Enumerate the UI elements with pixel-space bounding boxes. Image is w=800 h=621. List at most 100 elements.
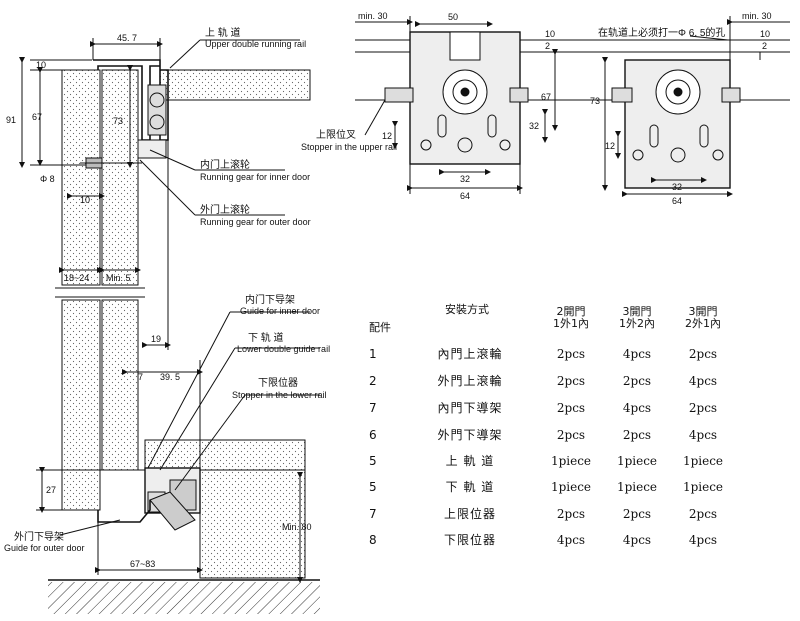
- table-row: 7 內門下導架 2pcs 4pcs 2pcs: [355, 401, 795, 421]
- ceiling-slab: [159, 69, 311, 101]
- dim-18-24: 18~24: [64, 273, 89, 283]
- label-upper-rail-cn: 上 轨 道: [205, 26, 241, 39]
- floor-slab: [144, 439, 306, 471]
- row-val-c: 2pcs: [688, 347, 718, 361]
- row-val-a: 2pcs: [556, 401, 586, 415]
- ground-hatch: [48, 582, 320, 614]
- row-qty: 6: [369, 428, 377, 442]
- dim-67-83: 67~83: [130, 559, 155, 569]
- dim-27: 27: [46, 485, 56, 495]
- label-outer-guide-cn: 外门下导架: [14, 530, 64, 543]
- label-inner-gear-cn: 内门上滚轮: [200, 158, 250, 171]
- header-col-2doors: 2開門 1外1內: [541, 306, 601, 330]
- row-val-a: 1piece: [550, 480, 592, 494]
- top-view-labels: 上限位叉 Stopper in the upper rail 在轨道上必须打一Φ…: [301, 11, 772, 206]
- dim-7: 7: [138, 372, 143, 382]
- row-qty: 1: [369, 347, 377, 361]
- dim-min30-right: min. 30: [742, 11, 772, 21]
- row-val-b: 4pcs: [622, 347, 652, 361]
- row-val-b: 2pcs: [622, 374, 652, 388]
- header-col-3doors-b-line1: 3開門: [688, 305, 718, 318]
- dim-73-right: 73: [590, 96, 600, 106]
- table-row: 7 上限位器 2pcs 2pcs 2pcs: [355, 507, 795, 527]
- label-upper-rail-en: Upper double running rail: [205, 39, 306, 49]
- dim-2-right: 2: [762, 41, 767, 51]
- top-view: [355, 16, 790, 197]
- label-lower-rail-cn: 下 轨 道: [248, 331, 284, 344]
- label-inner-guide-en: Guide for inner door: [240, 306, 320, 316]
- label-inner-guide-cn: 内门下导架: [245, 293, 295, 306]
- row-qty: 5: [369, 454, 377, 468]
- row-val-a: 2pcs: [556, 507, 586, 521]
- inner-door-panel-upper: [101, 69, 139, 286]
- row-val-c: 1piece: [682, 480, 724, 494]
- row-name: 內門下導架: [437, 401, 503, 415]
- header-col-3doors-b-line2: 2外1內: [685, 317, 721, 330]
- row-val-c: 2pcs: [688, 401, 718, 415]
- row-val-b: 2pcs: [622, 428, 652, 442]
- table-row: 5 下 軌 道 1piece 1piece 1piece: [355, 480, 795, 500]
- dim-39-5: 39. 5: [160, 372, 180, 382]
- header-install-method: 安裝方式: [445, 303, 489, 316]
- dim-67-top: 67: [541, 92, 551, 102]
- upper-rail-profile: [93, 59, 169, 141]
- dim-32h-top: 32: [460, 174, 470, 184]
- row-name: 上 軌 道: [445, 454, 495, 468]
- table-row: 8 下限位器 4pcs 4pcs 4pcs: [355, 533, 795, 553]
- row-val-a: 2pcs: [556, 347, 586, 361]
- row-qty: 7: [369, 507, 377, 521]
- row-val-a: 1piece: [550, 454, 592, 468]
- row-name: 下限位器: [443, 533, 496, 547]
- side-section: [19, 38, 320, 614]
- label-outer-gear-cn: 外门上滚轮: [200, 203, 250, 216]
- dim-10b: 10: [80, 195, 90, 205]
- row-val-b: 1piece: [616, 454, 658, 468]
- row-val-c: 4pcs: [688, 533, 718, 547]
- row-val-c: 2pcs: [688, 507, 718, 521]
- dim-91: 91: [6, 115, 16, 125]
- dim-73: 73: [113, 116, 123, 126]
- parts-table: 安裝方式 配件 2開門 1外1內 3開門 1外2內 3開門 2外1內 1 內門上…: [355, 300, 795, 550]
- label-hole-note: 在轨道上必须打一Φ 6. 5的孔: [598, 26, 725, 39]
- dim-min5: Min. 5: [106, 273, 131, 283]
- dim-10-right: 10: [760, 29, 770, 39]
- dim-67: 67: [32, 112, 42, 122]
- dim-2-top: 2: [545, 41, 550, 51]
- row-name: 外門上滾輪: [437, 374, 503, 388]
- row-val-c: 1piece: [682, 454, 724, 468]
- table-row: 6 外門下導架 2pcs 2pcs 4pcs: [355, 428, 795, 448]
- side-section-labels: 上 轨 道 Upper double running rail 内门上滚轮 Ru…: [4, 26, 330, 569]
- row-val-b: 1piece: [616, 480, 658, 494]
- row-val-b: 4pcs: [622, 533, 652, 547]
- dim-10: 10: [36, 60, 46, 70]
- row-val-a: 2pcs: [556, 428, 586, 442]
- header-col-2doors-line1: 2開門: [556, 305, 586, 318]
- outer-door-panel-upper: [61, 69, 101, 286]
- table-row: 5 上 軌 道 1piece 1piece 1piece: [355, 454, 795, 474]
- row-val-b: 2pcs: [622, 507, 652, 521]
- label-lower-rail-en: Lower double guide rail: [237, 344, 330, 354]
- outer-door-guide: [97, 500, 151, 523]
- row-qty: 7: [369, 401, 377, 415]
- header-col-3doors-b: 3開門 2外1內: [673, 306, 733, 330]
- dim-12-top: 12: [382, 131, 392, 141]
- dim-64-top: 64: [460, 191, 470, 201]
- label-lower-stopper-cn: 下限位器: [258, 376, 298, 389]
- row-name: 外門下導架: [437, 428, 503, 442]
- row-qty: 5: [369, 480, 377, 494]
- table-row: 2 外門上滾輪 2pcs 2pcs 4pcs: [355, 374, 795, 394]
- row-val-a: 2pcs: [556, 374, 586, 388]
- outer-door-panel-lower: [61, 299, 101, 511]
- row-val-a: 4pcs: [556, 533, 586, 547]
- inner-door-panel-lower: [101, 299, 139, 471]
- dim-10-top: 10: [545, 29, 555, 39]
- label-inner-gear-en: Running gear for inner door: [200, 172, 310, 182]
- label-upper-stopper-cn: 上限位叉: [316, 128, 356, 141]
- dim-min80: Min. 80: [282, 522, 312, 532]
- dim-phi8: Φ 8: [40, 174, 55, 184]
- row-name: 上限位器: [443, 507, 496, 521]
- header-col-3doors-a-line1: 3開門: [622, 305, 652, 318]
- dim-min30-left: min. 30: [358, 11, 388, 21]
- header-col-3doors-a-line2: 1外2內: [619, 317, 655, 330]
